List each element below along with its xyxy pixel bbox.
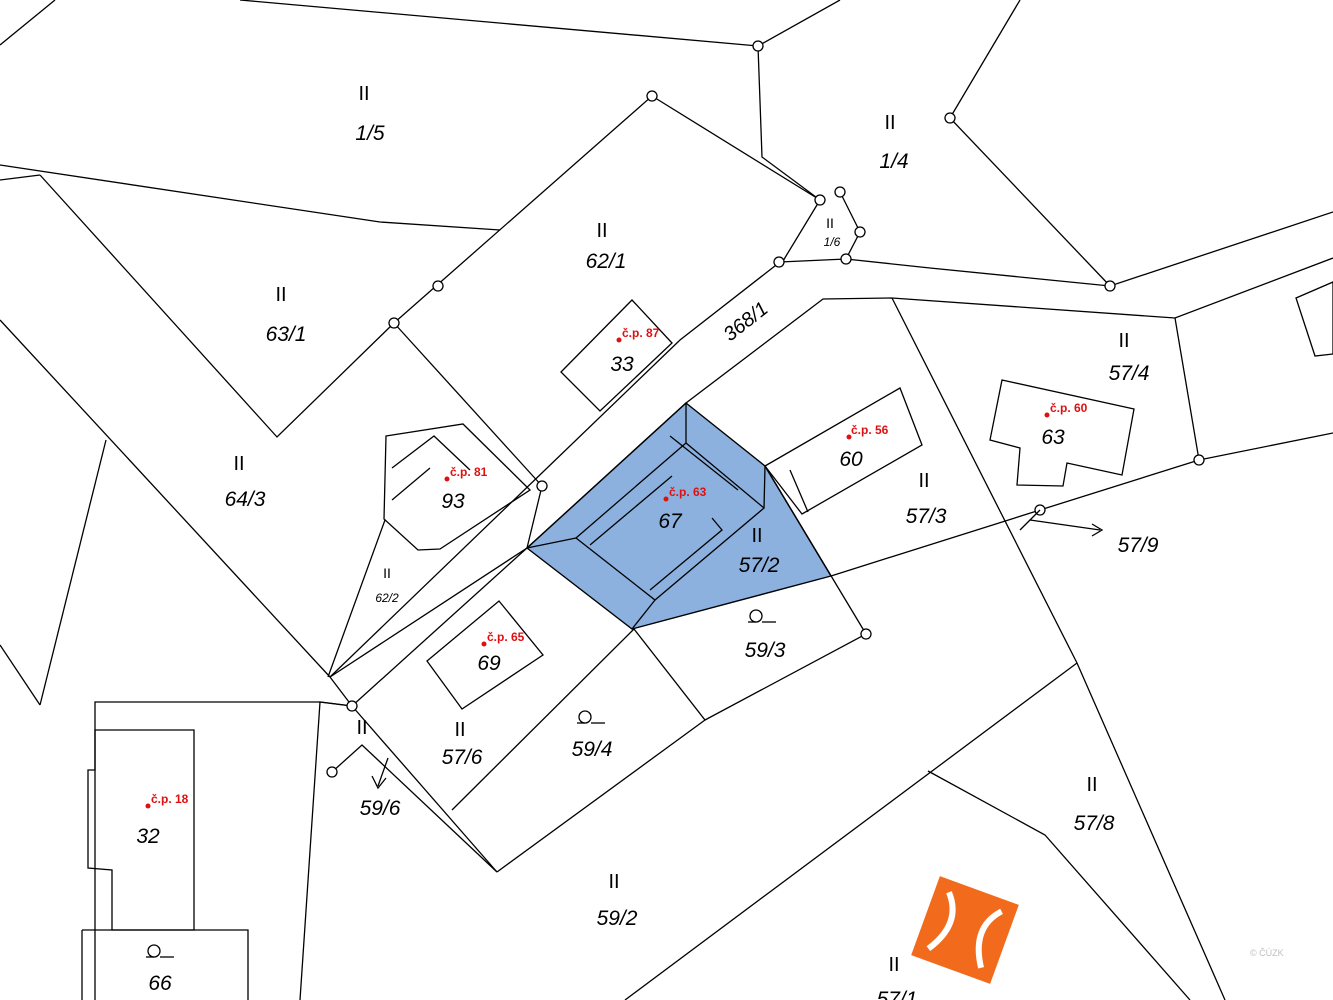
building-32 — [87, 729, 195, 931]
parcel-label: 59/6 — [360, 797, 401, 820]
parcel-label: 57/1 — [877, 988, 918, 1000]
parcel-label: 1/4 — [879, 150, 908, 173]
parcel-symbol: II — [826, 215, 834, 231]
parcel-label: 1/5 — [355, 122, 385, 145]
building-label: 63 — [1041, 426, 1065, 449]
parcel-symbol: II — [275, 284, 286, 306]
land-use-symbol-59-3 — [748, 609, 776, 623]
parcel-symbol: II — [454, 719, 465, 741]
parcel-label: 57/9 — [1118, 534, 1159, 557]
building-60 — [764, 387, 923, 515]
parcel-symbol: II — [233, 453, 244, 475]
parcel-label: 59/2 — [597, 907, 638, 930]
parcel-label: 64/3 — [225, 488, 266, 511]
road-368-1 — [329, 211, 1333, 707]
building-label: 33 — [610, 353, 634, 376]
building-labels: 33 č.p. 87 93 č.p. 81 67 č.p. 63 60 č.p.… — [136, 326, 1087, 848]
building-edge-right — [1295, 281, 1333, 357]
house-number: č.p. 63 — [669, 485, 707, 499]
building-93 — [383, 423, 532, 551]
parcel-label: 57/2 — [739, 554, 780, 577]
parcel-symbol: II — [888, 954, 899, 976]
orange-logo-icon — [911, 876, 1019, 984]
parcel-symbol: II — [608, 871, 619, 893]
building-label: 67 — [658, 510, 683, 533]
land-use-symbols — [146, 609, 776, 958]
house-number: č.p. 87 — [622, 326, 660, 340]
building-label: 93 — [441, 490, 465, 513]
building-33 — [560, 299, 673, 412]
parcel-label: 59/4 — [572, 738, 613, 761]
parcel-symbol: II — [596, 220, 607, 242]
parcel-label: 62/1 — [586, 250, 627, 273]
house-number: č.p. 60 — [1050, 401, 1088, 415]
building-label: 32 — [136, 825, 160, 848]
building-63 — [989, 379, 1135, 487]
land-use-symbol-66 — [146, 944, 174, 958]
house-number: č.p. 81 — [450, 465, 488, 479]
survey-points — [326, 40, 1205, 778]
reference-arrows — [371, 509, 1104, 790]
house-number: č.p. 56 — [851, 423, 889, 437]
parcel-symbol: II — [356, 717, 367, 739]
parcel-symbol: II — [751, 525, 762, 547]
parcel-label: 57/4 — [1109, 362, 1150, 385]
parcel-symbol: II — [884, 112, 895, 134]
building-label: 60 — [839, 448, 863, 471]
parcel-symbol: II — [918, 470, 929, 492]
parcel-label: 1/6 — [824, 235, 841, 249]
buildings — [87, 281, 1333, 931]
house-number: č.p. 18 — [151, 792, 189, 806]
parcel-label: 57/3 — [906, 505, 947, 528]
building-label: 69 — [477, 652, 501, 675]
house-number: č.p. 65 — [487, 630, 525, 644]
parcel-label: 66 — [148, 972, 172, 995]
parcel-symbol: II — [1118, 330, 1129, 352]
parcel-label: 62/2 — [375, 591, 399, 605]
parcel-label: 63/1 — [266, 323, 307, 346]
building-69 — [426, 600, 544, 710]
parcel-label: 57/8 — [1074, 812, 1115, 835]
parcel-symbol: II — [1086, 774, 1097, 796]
parcel-label: 57/6 — [442, 746, 483, 769]
land-use-symbol-59-4 — [577, 710, 605, 724]
parcel-symbol: II — [383, 565, 391, 581]
parcel-label: 59/3 — [745, 639, 786, 662]
parcel-symbol: II — [358, 83, 369, 105]
watermark: © ČÚZK — [1250, 948, 1284, 958]
road-label: 368/1 — [720, 298, 773, 346]
parcel-labels: II 1/5 II 1/4 II 1/6 II 62/1 II 63/1 II … — [148, 83, 1158, 1000]
